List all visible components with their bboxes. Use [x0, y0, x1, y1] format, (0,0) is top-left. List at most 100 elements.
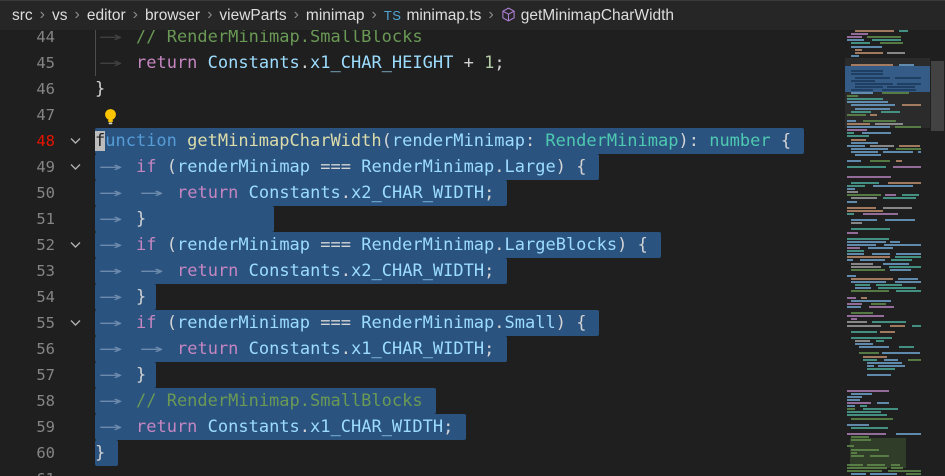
minimap-code-line — [905, 473, 921, 476]
chevron-down-icon[interactable] — [70, 319, 81, 327]
line-content[interactable]: →if (renderMinimap === RenderMinimap.Lar… — [95, 232, 661, 258]
token-pun: ): — [678, 131, 710, 151]
line-content[interactable]: →→return Constants.x2_CHAR_WIDTH; — [95, 258, 508, 284]
line-number-51[interactable]: 51 — [36, 210, 55, 228]
minimap-code-line — [851, 278, 894, 280]
minimap-code-line — [851, 79, 876, 82]
breadcrumb-item-vs[interactable]: vs — [52, 6, 68, 24]
lightbulb-container[interactable] — [103, 107, 119, 125]
code-line-51[interactable]: 51 →} — [0, 206, 845, 232]
scrollbar-track[interactable] — [930, 28, 945, 476]
line-number-50[interactable]: 50 — [36, 184, 55, 202]
chevron-down-icon[interactable] — [70, 241, 81, 249]
line-content[interactable]: →return Constants.x1_CHAR_HEIGHT + 1; — [95, 50, 505, 76]
line-content[interactable]: →} — [95, 284, 157, 310]
code-line-57[interactable]: 57 →} — [0, 362, 845, 388]
line-content[interactable]: →} — [95, 362, 157, 388]
minimap-code-line — [847, 132, 854, 135]
line-content[interactable]: →// RenderMinimap.SmallBlocks — [95, 388, 436, 414]
minimap-code-line — [859, 352, 879, 355]
line-number-54[interactable]: 54 — [36, 288, 55, 306]
token-pun: ; — [494, 53, 505, 73]
token-var: Constants — [207, 53, 300, 73]
code-line-44[interactable]: 44 →// RenderMinimap.SmallBlocks — [0, 24, 845, 50]
code-line-48[interactable]: 48 function getMinimapCharWidth(renderMin… — [0, 128, 845, 154]
breadcrumb-item-src[interactable]: src — [12, 6, 33, 24]
line-number-58[interactable]: 58 — [36, 392, 55, 410]
code-line-61[interactable]: 61 — [0, 466, 845, 476]
token-pun — [197, 417, 207, 437]
minimap-code-line — [851, 299, 891, 302]
line-content[interactable]: →} — [95, 206, 275, 232]
tab-whitespace-icon: → — [95, 362, 136, 388]
line-number-53[interactable]: 53 — [36, 262, 55, 280]
code-line-59[interactable]: 59 →return Constants.x1_CHAR_WIDTH; — [0, 414, 845, 440]
minimap-code-line — [869, 160, 890, 163]
minimap[interactable] — [845, 28, 930, 476]
minimap-code-line — [889, 240, 900, 243]
token-type: number — [709, 131, 771, 151]
code-line-49[interactable]: 49 →if (renderMinimap === RenderMinimap.L… — [0, 154, 845, 180]
line-number-48[interactable]: 48 — [36, 132, 55, 150]
chevron-down-icon[interactable] — [70, 137, 81, 145]
code-line-54[interactable]: 54 →} — [0, 284, 845, 310]
code-line-56[interactable]: 56 →→return Constants.x1_CHAR_WIDTH; — [0, 336, 845, 362]
line-content[interactable]: →return Constants.x1_CHAR_WIDTH; — [95, 414, 467, 440]
line-number-52[interactable]: 52 — [36, 236, 55, 254]
selection-highlight: →if (renderMinimap === RenderMinimap.Sma… — [95, 310, 600, 336]
line-content[interactable]: } — [95, 76, 105, 102]
breadcrumb-item-symbol[interactable]: getMinimapCharWidth — [501, 7, 674, 25]
code-line-52[interactable]: 52 →if (renderMinimap === RenderMinimap.L… — [0, 232, 845, 258]
fold-column — [55, 466, 95, 476]
breadcrumb-item-minimap[interactable]: minimap — [305, 6, 365, 24]
minimap-code-line — [881, 88, 916, 91]
minimap-code-line — [882, 206, 912, 209]
token-pun: ( — [381, 131, 392, 151]
line-number-61[interactable]: 61 — [0, 466, 55, 476]
code-line-50[interactable]: 50 →→return Constants.x2_CHAR_WIDTH; — [0, 180, 845, 206]
line-number-60[interactable]: 60 — [36, 444, 55, 462]
line-number-45[interactable]: 45 — [36, 54, 55, 72]
scrollbar-thumb[interactable] — [931, 61, 944, 131]
code-line-55[interactable]: 55 →if (renderMinimap === RenderMinimap.S… — [0, 310, 845, 336]
line-number-57[interactable]: 57 — [36, 366, 55, 384]
chevron-down-icon[interactable] — [70, 163, 81, 171]
line-content[interactable]: →if (renderMinimap === RenderMinimap.Lar… — [95, 154, 600, 180]
breadcrumb-item-browser[interactable]: browser — [144, 6, 201, 24]
breadcrumb-item-viewParts[interactable]: viewParts — [219, 6, 287, 24]
line-number-56[interactable]: 56 — [36, 340, 55, 358]
code-line-46[interactable]: 46} — [0, 76, 845, 102]
line-content[interactable]: →→return Constants.x1_CHAR_WIDTH; — [95, 336, 508, 362]
line-content[interactable]: function getMinimapCharWidth(renderMinim… — [95, 128, 805, 154]
line-content[interactable]: →if (renderMinimap === RenderMinimap.Sma… — [95, 310, 600, 336]
code-line-58[interactable]: 58 →// RenderMinimap.SmallBlocks — [0, 388, 845, 414]
breadcrumb-separator-icon: › — [207, 5, 213, 23]
token-var: x1_CHAR_WIDTH — [310, 417, 444, 437]
tab-whitespace-icon: → — [95, 50, 136, 76]
token-var: renderMinimap — [391, 131, 525, 151]
code-line-53[interactable]: 53 →→return Constants.x2_CHAR_WIDTH; — [0, 258, 845, 284]
line-content[interactable]: →→return Constants.x2_CHAR_WIDTH; — [95, 180, 508, 206]
line-content[interactable]: →// RenderMinimap.SmallBlocks — [95, 24, 423, 50]
selection-highlight: →} — [95, 206, 275, 232]
code-line-47[interactable]: 47 — [0, 102, 845, 128]
token-pun: . — [299, 53, 311, 73]
token-var: RenderMinimap — [361, 157, 495, 177]
minimap-code-line — [847, 98, 884, 101]
line-number-49[interactable]: 49 — [36, 158, 55, 176]
line-number-47[interactable]: 47 — [36, 106, 55, 124]
code-line-60[interactable]: 60} — [0, 440, 845, 466]
line-number-46[interactable]: 46 — [36, 80, 55, 98]
code-action-lightbulb-icon[interactable] — [103, 108, 118, 125]
line-number-55[interactable]: 55 — [36, 314, 55, 332]
line-number-44[interactable]: 44 — [36, 28, 55, 46]
token-ctl: return — [177, 261, 239, 281]
line-number-59[interactable]: 59 — [36, 418, 55, 436]
code-line-45[interactable]: 45 →return Constants.x1_CHAR_HEIGHT + 1; — [0, 50, 845, 76]
token-ctl: return — [177, 339, 239, 359]
breadcrumb-separator-icon: › — [488, 5, 494, 23]
breadcrumb-item-editor[interactable]: editor — [86, 6, 126, 24]
line-content[interactable]: } — [95, 440, 119, 466]
